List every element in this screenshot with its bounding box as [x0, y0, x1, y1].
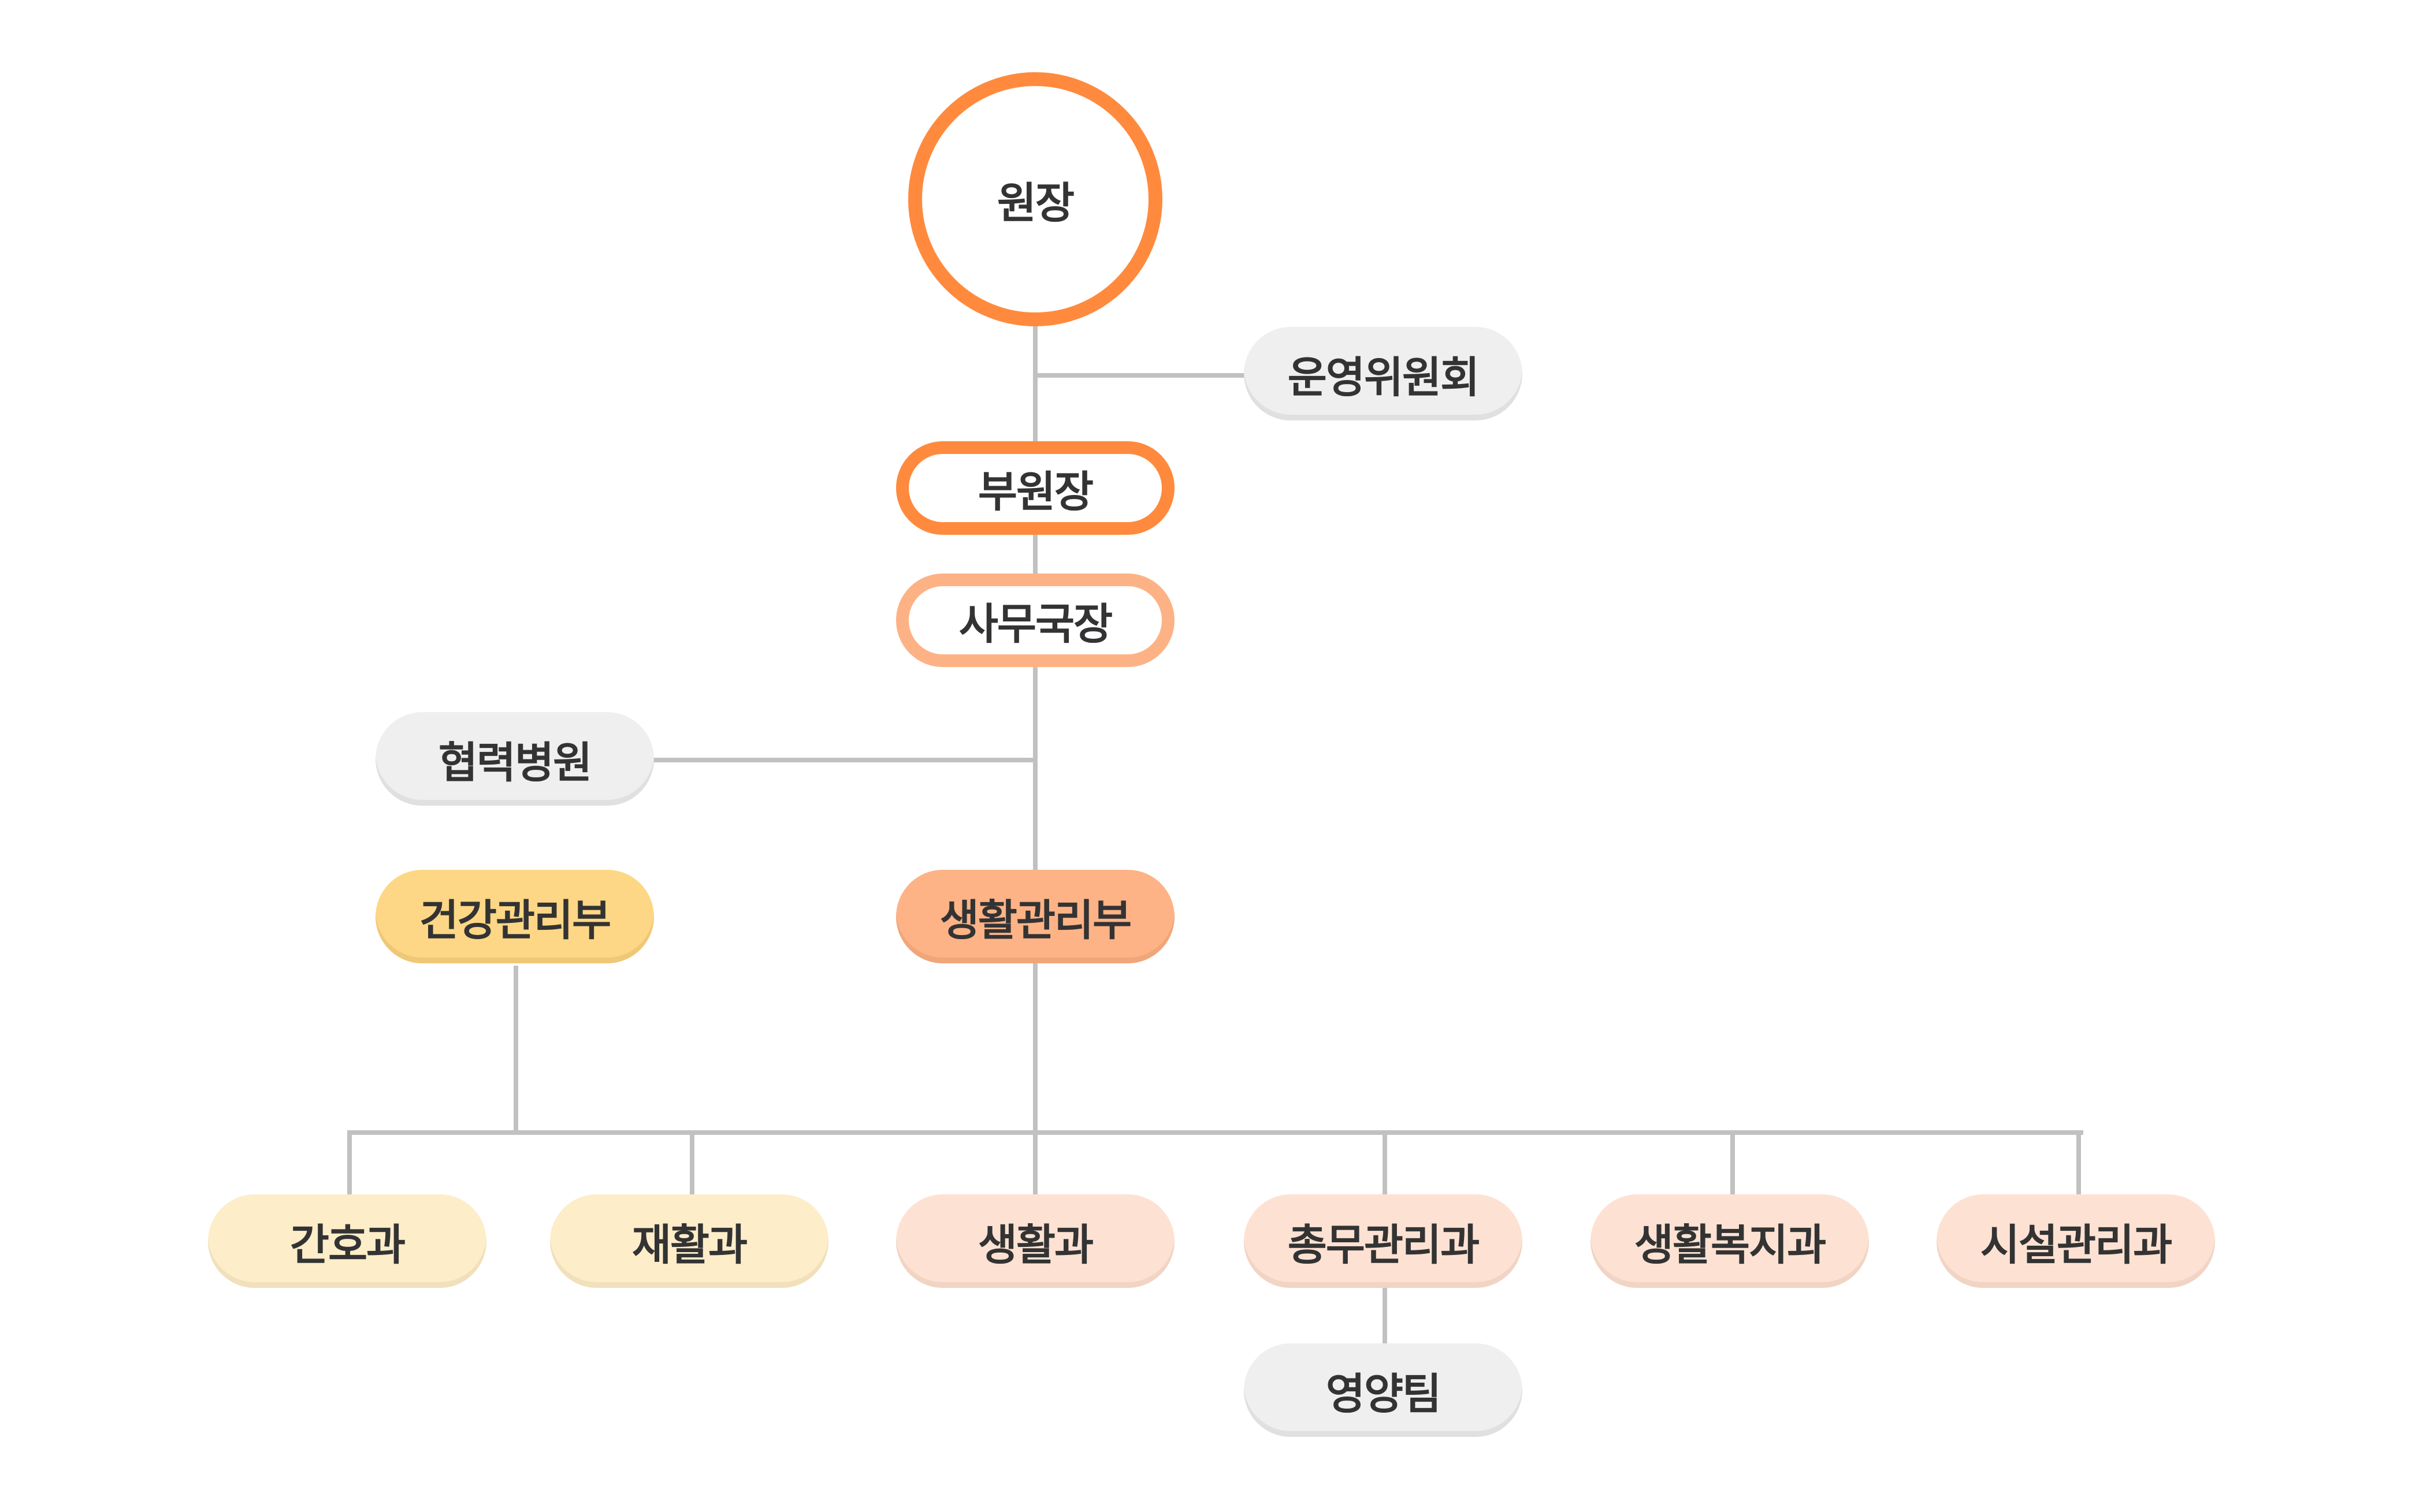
node-label: 원장 [997, 178, 1075, 228]
connector-nutrition [1383, 1287, 1387, 1345]
node-team-welfare: 생활복지과 [1590, 1194, 1869, 1288]
connector-bus [347, 1130, 2083, 1135]
node-label: 간호과 [289, 1220, 406, 1270]
node-committee: 운영위원회 [1244, 327, 1522, 420]
node-secretary-general: 사무국장 [896, 573, 1175, 667]
node-label: 운영위원회 [1287, 352, 1480, 403]
connector-drop-1 [347, 1133, 352, 1195]
node-nutrition-team: 영양팀 [1244, 1343, 1522, 1437]
connector-committee [1035, 373, 1244, 378]
node-label: 시설관리과 [1980, 1220, 2172, 1270]
node-label: 건강관리부 [419, 895, 611, 945]
node-team-facilities: 시설관리과 [1937, 1194, 2215, 1288]
node-label: 생활복지과 [1634, 1220, 1826, 1270]
node-label: 영양팀 [1325, 1369, 1441, 1419]
node-label: 총무관리과 [1287, 1220, 1480, 1270]
node-team-rehab: 재활과 [550, 1194, 828, 1288]
node-team-living: 생활과 [896, 1194, 1175, 1288]
connector-drop-6 [2076, 1133, 2081, 1195]
connector-drop-2 [690, 1133, 694, 1195]
connector-drop-4 [1383, 1133, 1387, 1195]
connector-partner-hospital [653, 758, 1035, 762]
node-health-dept: 건강관리부 [376, 870, 654, 963]
node-vice-director: 부원장 [896, 441, 1175, 535]
node-label: 생활과 [978, 1220, 1094, 1270]
connector-drop-5 [1730, 1133, 1735, 1195]
node-label: 협력병원 [438, 738, 592, 788]
node-team-nursing: 간호과 [208, 1194, 486, 1288]
node-label: 부원장 [978, 467, 1094, 517]
node-partner-hospital: 협력병원 [376, 712, 654, 806]
node-team-general-affairs: 총무관리과 [1244, 1194, 1522, 1288]
connector-health-dept [514, 966, 518, 1135]
connector-main-vertical [1033, 323, 1038, 1194]
node-label: 생활관리부 [939, 895, 1132, 945]
node-director: 원장 [908, 72, 1162, 326]
node-label: 사무국장 [958, 599, 1113, 649]
node-living-dept: 생활관리부 [896, 870, 1175, 963]
node-label: 재활과 [631, 1220, 748, 1270]
